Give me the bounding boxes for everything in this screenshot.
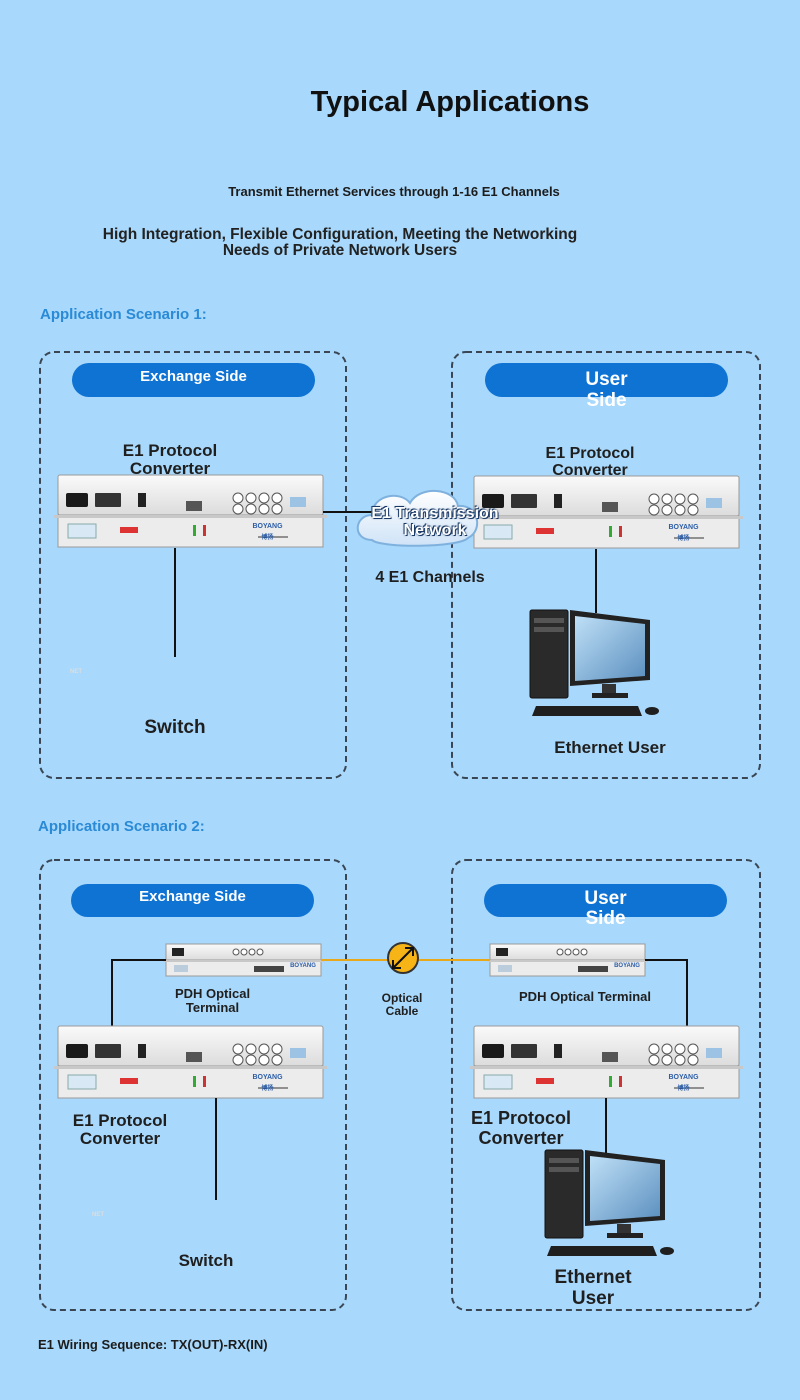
scenario2-user-panel (451, 859, 761, 1311)
scenario1-switch-label: Switch (144, 717, 206, 738)
scenario2-cable-label: Optical Cable (381, 991, 423, 1018)
scenario1-ethernet-user-label: Ethernet User (554, 738, 666, 757)
scenario2-heading: Application Scenario 2: (38, 818, 205, 835)
scenario2-exchange-pill: Exchange Side (71, 884, 314, 917)
scenario1-network-label: E1 Transmission Network (371, 505, 499, 539)
scenario2-right-brand: BOYANG (668, 1074, 699, 1081)
scenario2-right-pdh-device (486, 943, 649, 977)
scenario2-left-pdh-device (162, 943, 325, 977)
scenario1-left-brand: BOYANG (252, 523, 283, 530)
scenario2-switch-label: Switch (178, 1251, 234, 1270)
scenario2-exchange-label: Exchange Side (139, 888, 246, 905)
scenario1-right-converter-label: E1 Protocol Converter (545, 445, 635, 479)
scenario1-channels-label: 4 E1 Channels (375, 569, 485, 586)
scenario1-right-brand: BOYANG (668, 524, 699, 531)
scenario1-user-label: User Side (585, 369, 628, 411)
scenario2-right-terminal-label: PDH Optical Terminal (519, 989, 651, 1004)
scenario2-computer-device (544, 1149, 675, 1257)
scenario2-right-pdh-brand: BOYANG (614, 963, 640, 969)
optical-cable-icon (387, 942, 419, 974)
scenario2-switch-brand: NET (92, 1212, 104, 1218)
scenario2-exchange-panel (39, 859, 347, 1311)
scenario1-switch-brand: NET (70, 669, 82, 675)
scenario1-user-pill: User Side (485, 363, 728, 411)
scenario2-left-pdh-brand: BOYANG (290, 963, 316, 969)
scenario1-right-brand-cn: 博扬 (677, 536, 690, 542)
scenario2-user-label: User Side (584, 888, 627, 929)
scenario2-ethernet-user-label: Ethernet User (554, 1267, 632, 1309)
scenario1-exchange-label: Exchange Side (140, 368, 247, 385)
scenario1-exchange-pill: Exchange Side (72, 363, 315, 397)
scenario1-left-brand-cn: 博扬 (261, 535, 274, 541)
scenario1-computer-device (529, 609, 660, 717)
scenario2-left-brand: BOYANG (252, 1074, 283, 1081)
scenario2-right-converter-label: E1 Protocol Converter (470, 1108, 572, 1148)
scenario2-left-terminal-label: PDH Optical Terminal (174, 986, 251, 1015)
scenario2-user-pill: User Side (484, 884, 727, 929)
cloud-icon (356, 489, 478, 547)
page-title: Typical Applications (310, 86, 590, 118)
scenario2-left-brand-cn: 博扬 (261, 1086, 274, 1092)
scenario2-left-converter-label: E1 Protocol Converter (72, 1111, 168, 1148)
page-tagline: High Integration, Flexible Configuration… (102, 226, 578, 259)
scenario2-right-brand-cn: 博扬 (677, 1086, 690, 1092)
scenario1-heading: Application Scenario 1: (40, 306, 207, 323)
scenario1-user-panel (451, 351, 761, 779)
scenario1-left-converter-label: E1 Protocol Converter (122, 441, 218, 478)
scenario1-exchange-panel (39, 351, 347, 779)
wiring-sequence-note: E1 Wiring Sequence: TX(OUT)-RX(IN) (38, 1337, 268, 1352)
page-subtitle: Transmit Ethernet Services through 1-16 … (228, 184, 560, 199)
